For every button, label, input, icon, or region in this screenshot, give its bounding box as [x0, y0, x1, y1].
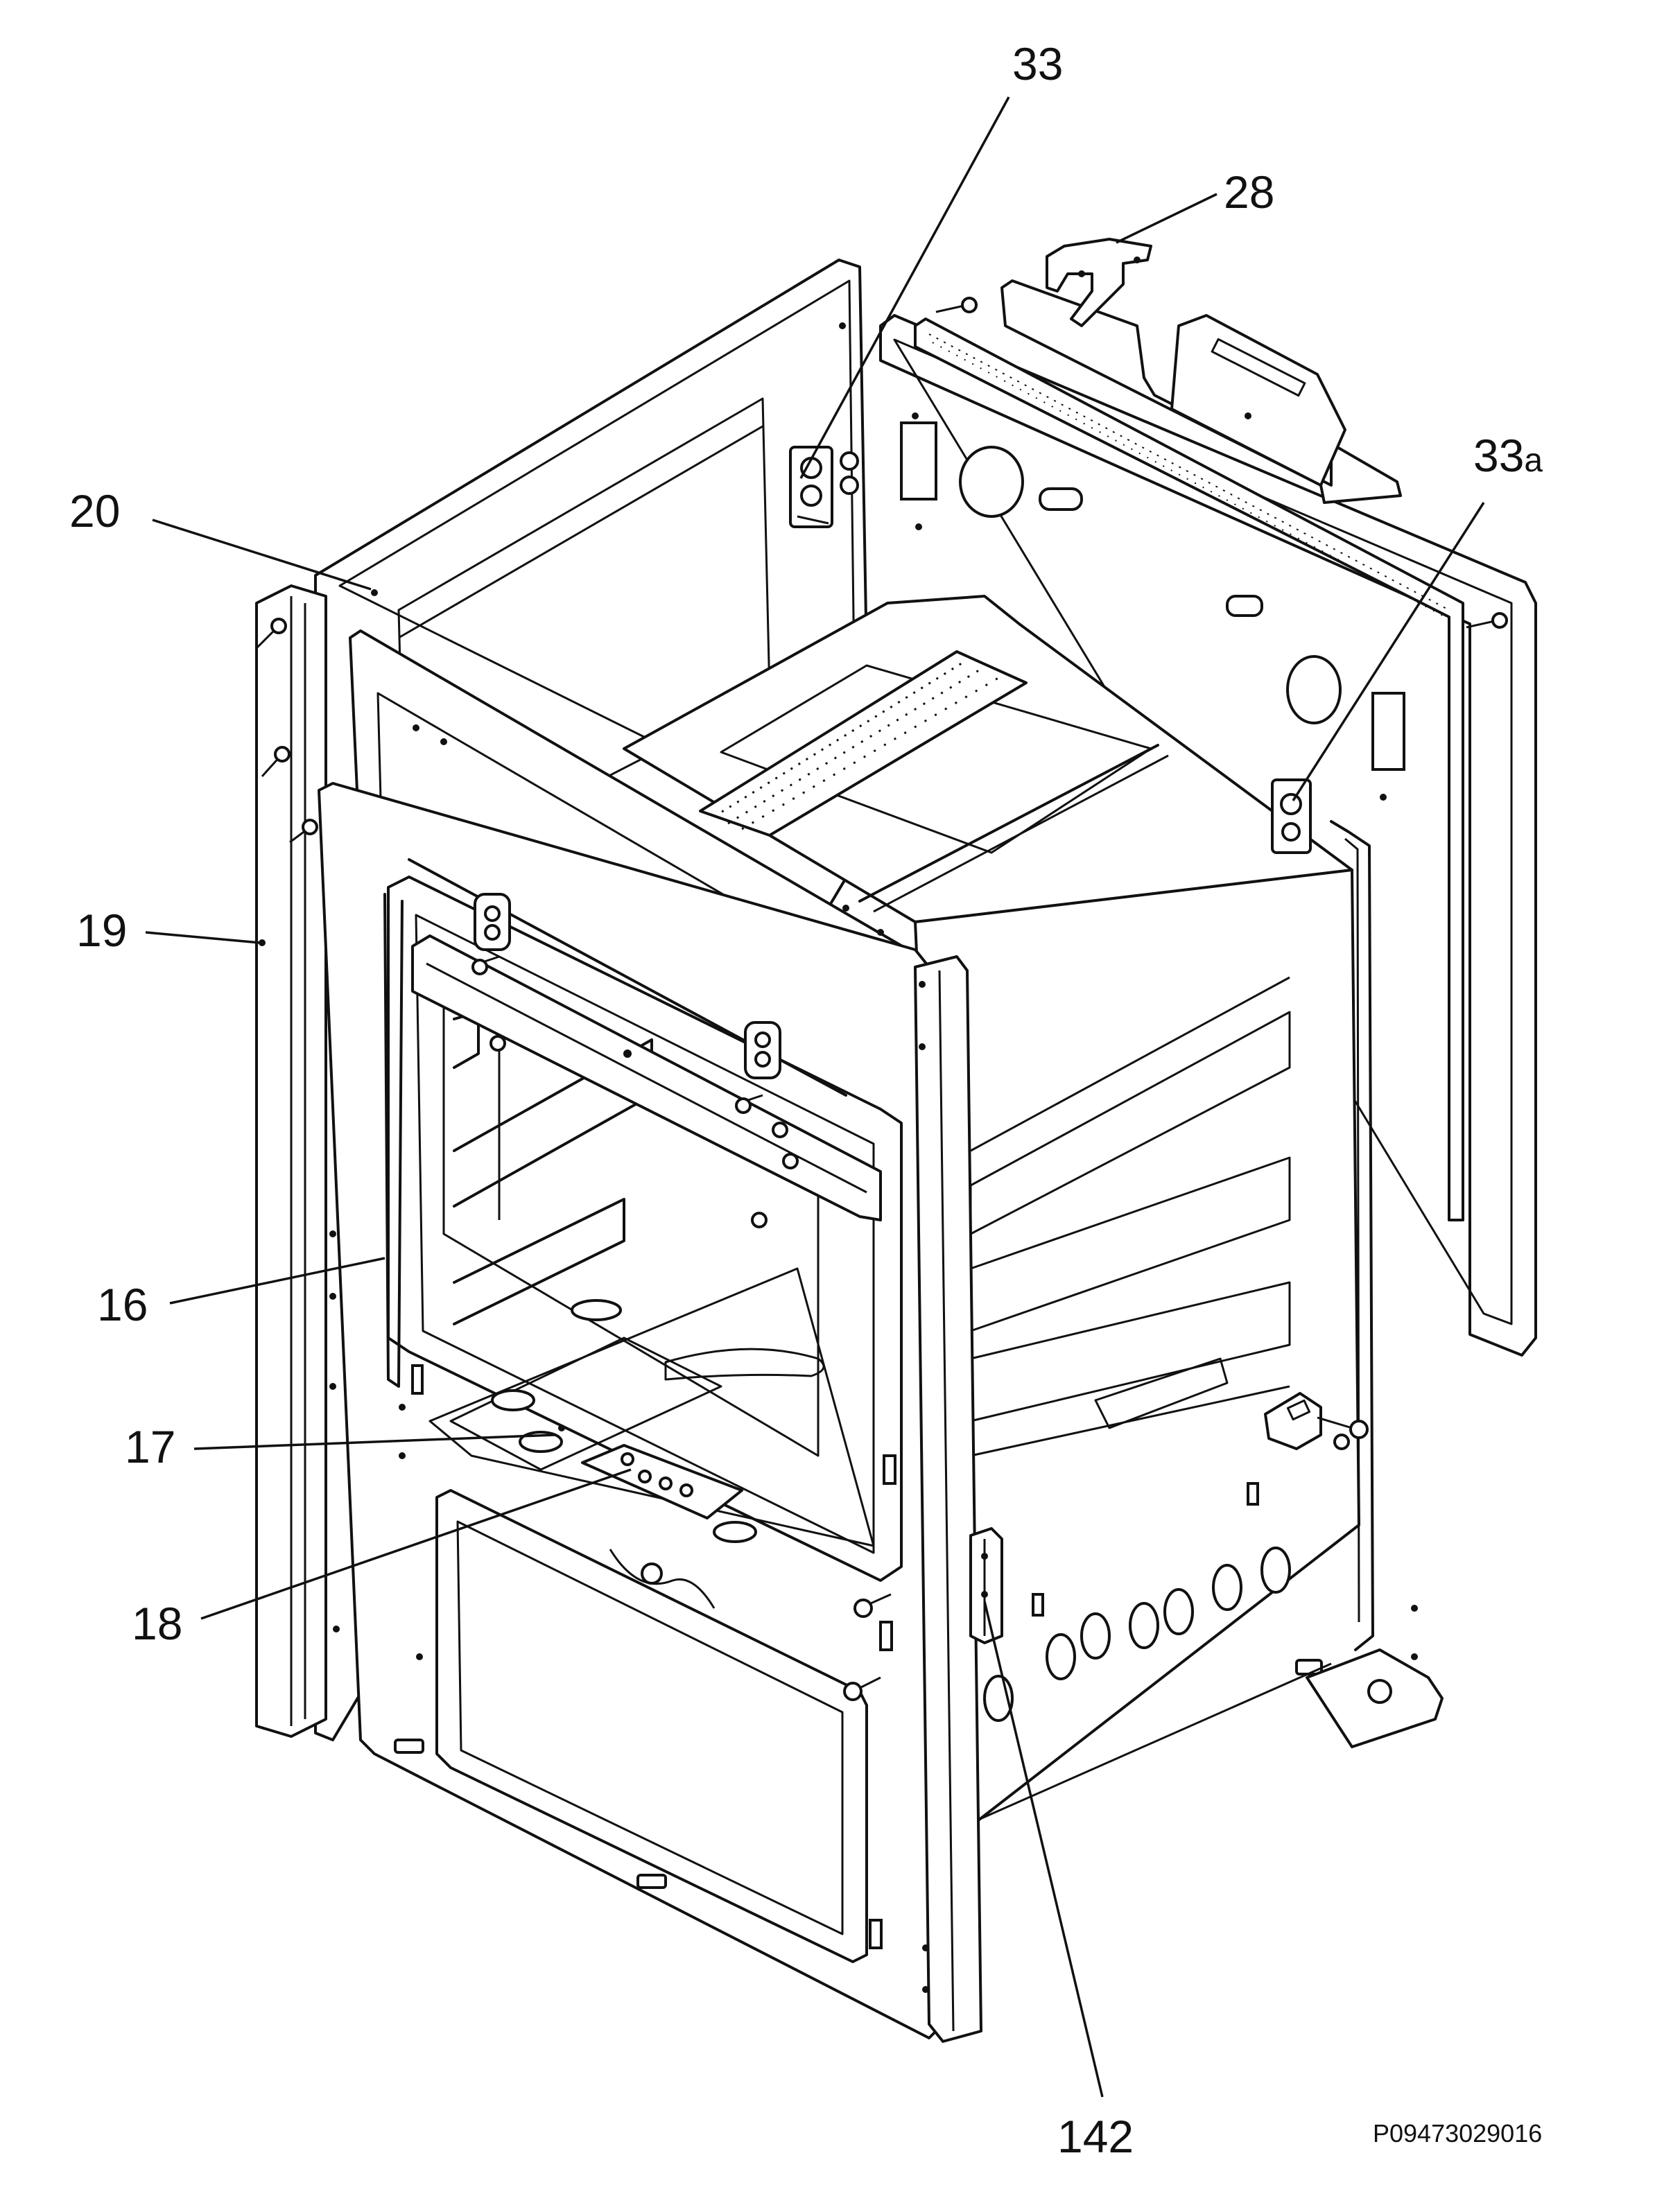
hinge-bracket-33a — [1271, 778, 1312, 854]
leader-17 — [193, 1434, 555, 1450]
callout-142: 142 — [1057, 2111, 1134, 2162]
callout-18: 18 — [132, 1598, 182, 1649]
leader-18 — [200, 1468, 632, 1620]
oven-cavity — [623, 595, 1360, 1838]
screw — [261, 746, 291, 778]
screw — [772, 1122, 788, 1138]
screw — [935, 297, 978, 313]
screw — [843, 1676, 881, 1701]
leader-28 — [1116, 193, 1217, 244]
inner-door-frame-16 — [383, 893, 424, 1395]
bracket-28 — [1046, 238, 1152, 327]
leader-20 — [152, 519, 372, 591]
rear-top-cover — [1000, 279, 1402, 504]
inner-cavity — [428, 948, 875, 1547]
leader-142 — [983, 1601, 1104, 2098]
leader-lines — [145, 96, 1485, 2098]
grill-bracket — [744, 1021, 781, 1079]
callout-labels: 33 28 33a 20 19 16 17 18 142 — [69, 38, 1543, 2162]
callout-20: 20 — [69, 485, 120, 537]
callout-16: 16 — [97, 1279, 148, 1330]
callout-28: 28 — [1224, 166, 1274, 218]
screw — [1466, 612, 1508, 629]
leader-19 — [145, 931, 261, 944]
front-trim-strip-19 — [255, 584, 340, 1738]
document-code: P09473029016 — [1373, 2119, 1542, 2148]
hinge-right-mid — [1264, 1392, 1369, 1450]
leader-33a — [1292, 502, 1485, 801]
leader-33 — [799, 96, 1010, 479]
screw — [471, 955, 500, 975]
callout-19: 19 — [76, 905, 127, 956]
callout-33a: 33a — [1473, 430, 1543, 481]
grill-bracket-assembly — [408, 858, 882, 1228]
screw — [289, 819, 318, 844]
screw — [735, 1094, 763, 1114]
leader-16 — [169, 1257, 385, 1305]
screw — [751, 1212, 768, 1228]
right-side-panel — [1306, 820, 1444, 1748]
bracket-142 — [969, 1527, 1003, 1644]
insulation-speckle — [713, 661, 1006, 830]
callout-33a-number: 33 — [1473, 430, 1524, 481]
hinge-bracket-33 — [789, 446, 859, 528]
screw — [489, 1035, 506, 1052]
callout-33a-suffix: a — [1524, 442, 1543, 479]
screw — [853, 1593, 892, 1618]
screw — [782, 1153, 799, 1169]
callout-33: 33 — [1012, 38, 1063, 89]
grill-bracket — [474, 893, 511, 951]
screw — [255, 618, 287, 650]
callout-17: 17 — [125, 1421, 175, 1472]
